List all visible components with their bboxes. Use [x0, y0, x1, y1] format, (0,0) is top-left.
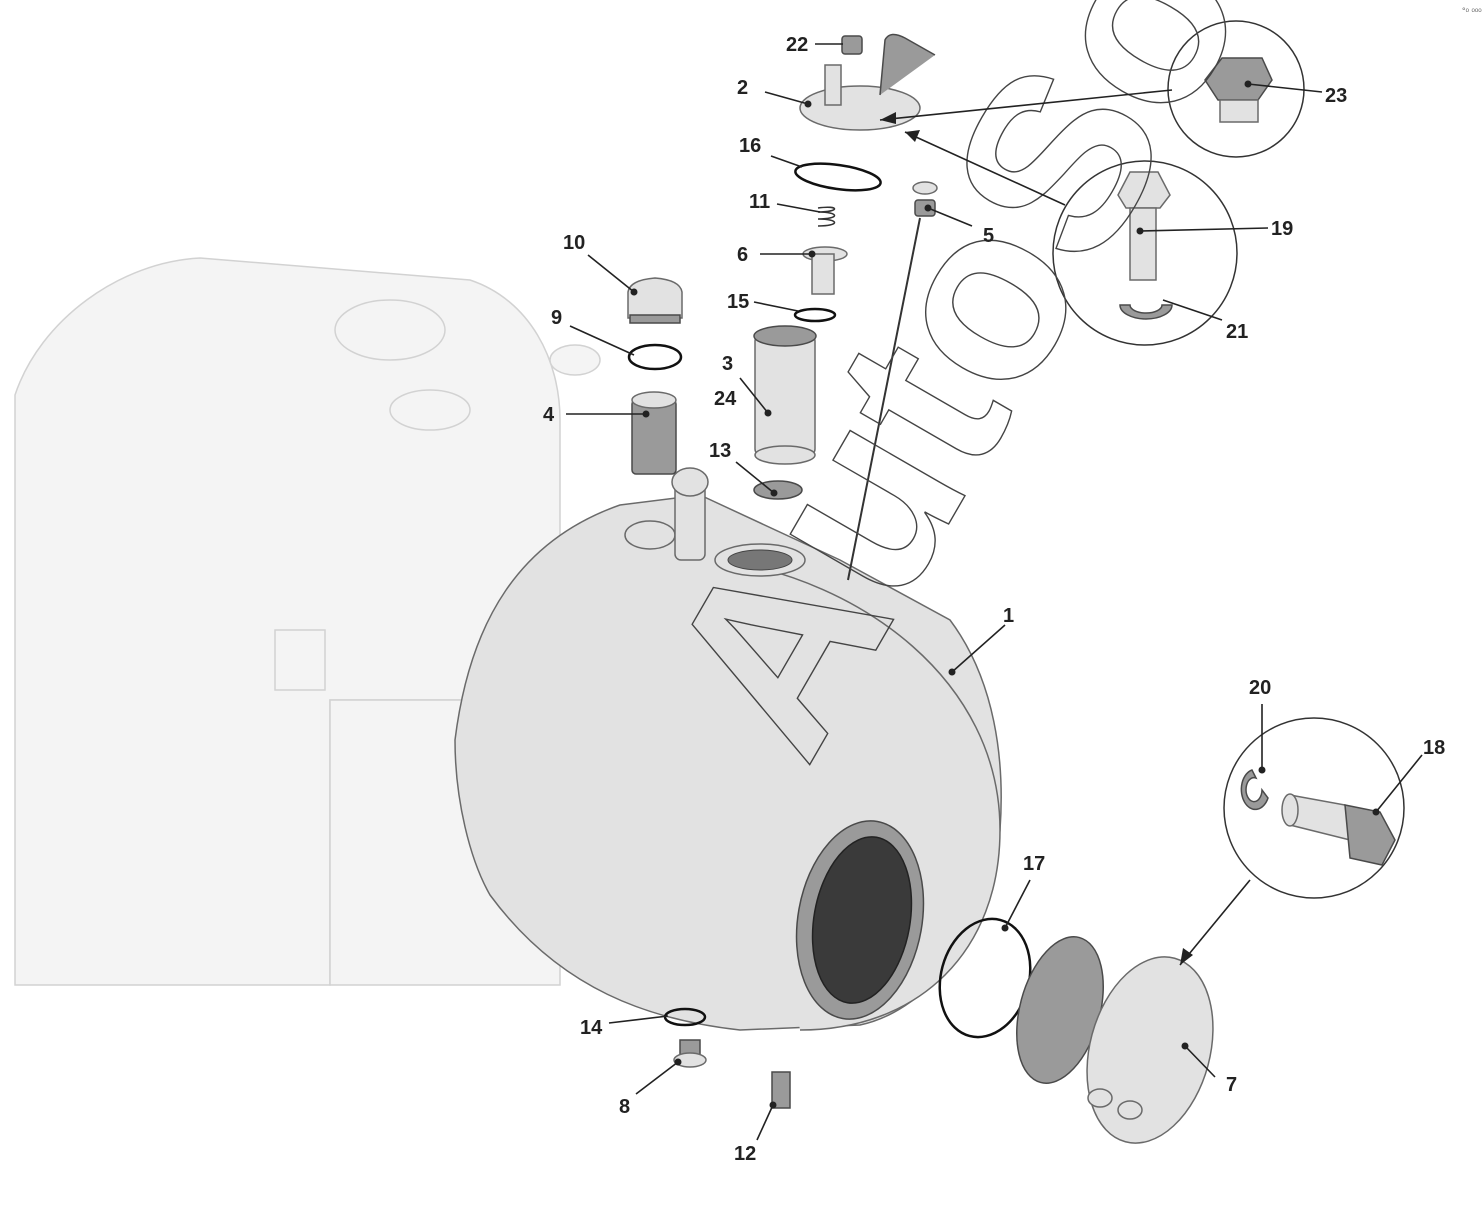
part-4-sleeve: [631, 391, 677, 475]
leader-dots: [630, 80, 1380, 1109]
corner-mark: °ᵒ ᵒᵒᵒ: [1462, 6, 1482, 16]
callout-labels: 1 2 3 4 5 6 7 8 9 10 11 12 13 14 15 16 1…: [543, 34, 1445, 1165]
callout-8: 8: [619, 1096, 630, 1118]
part-6-valve: [802, 246, 848, 295]
callout-19: 19: [1271, 218, 1293, 240]
callout-14: 14: [580, 1017, 603, 1039]
callout-6: 6: [737, 244, 748, 266]
detail-circle-19-21: [1052, 160, 1238, 346]
callout-15: 15: [727, 291, 749, 313]
part-3-filter-element: [753, 325, 817, 465]
detail-circle-18-20: [1223, 717, 1405, 899]
callout-24: 24: [714, 388, 737, 410]
part-9-oring: [627, 343, 683, 371]
part-22-fitting: [841, 35, 863, 55]
leader-lines: [566, 43, 1423, 1141]
callout-11: 11: [749, 191, 770, 213]
part-12-plug: [771, 1071, 791, 1109]
callout-17: 17: [1023, 853, 1045, 875]
callout-10: 10: [563, 232, 585, 254]
callout-7: 7: [1226, 1074, 1237, 1096]
part-8-plug: [673, 1039, 707, 1068]
part-11-spring: [817, 206, 836, 227]
callout-12: 12: [734, 1143, 756, 1165]
callout-23: 23: [1325, 85, 1347, 107]
detail-circle-23: [1167, 20, 1305, 158]
part-16-oring: [794, 162, 882, 192]
tank-body: [454, 467, 1002, 1031]
callout-3: 3: [722, 353, 733, 375]
callout-5: 5: [983, 225, 994, 247]
part-5-dipstick: [847, 181, 938, 581]
callout-18: 18: [1423, 737, 1445, 759]
callout-9: 9: [551, 307, 562, 329]
callout-1: 1: [1003, 605, 1014, 627]
callout-4: 4: [543, 404, 555, 426]
callout-20: 20: [1249, 677, 1271, 699]
callout-2: 2: [737, 77, 748, 99]
callout-22: 22: [786, 34, 808, 56]
callout-21: 21: [1226, 321, 1248, 343]
callout-13: 13: [709, 440, 731, 462]
part-10-cap: [627, 277, 683, 324]
callout-16: 16: [739, 135, 761, 157]
part-7-cover: [1016, 936, 1214, 1144]
part-15-oring: [793, 307, 837, 323]
